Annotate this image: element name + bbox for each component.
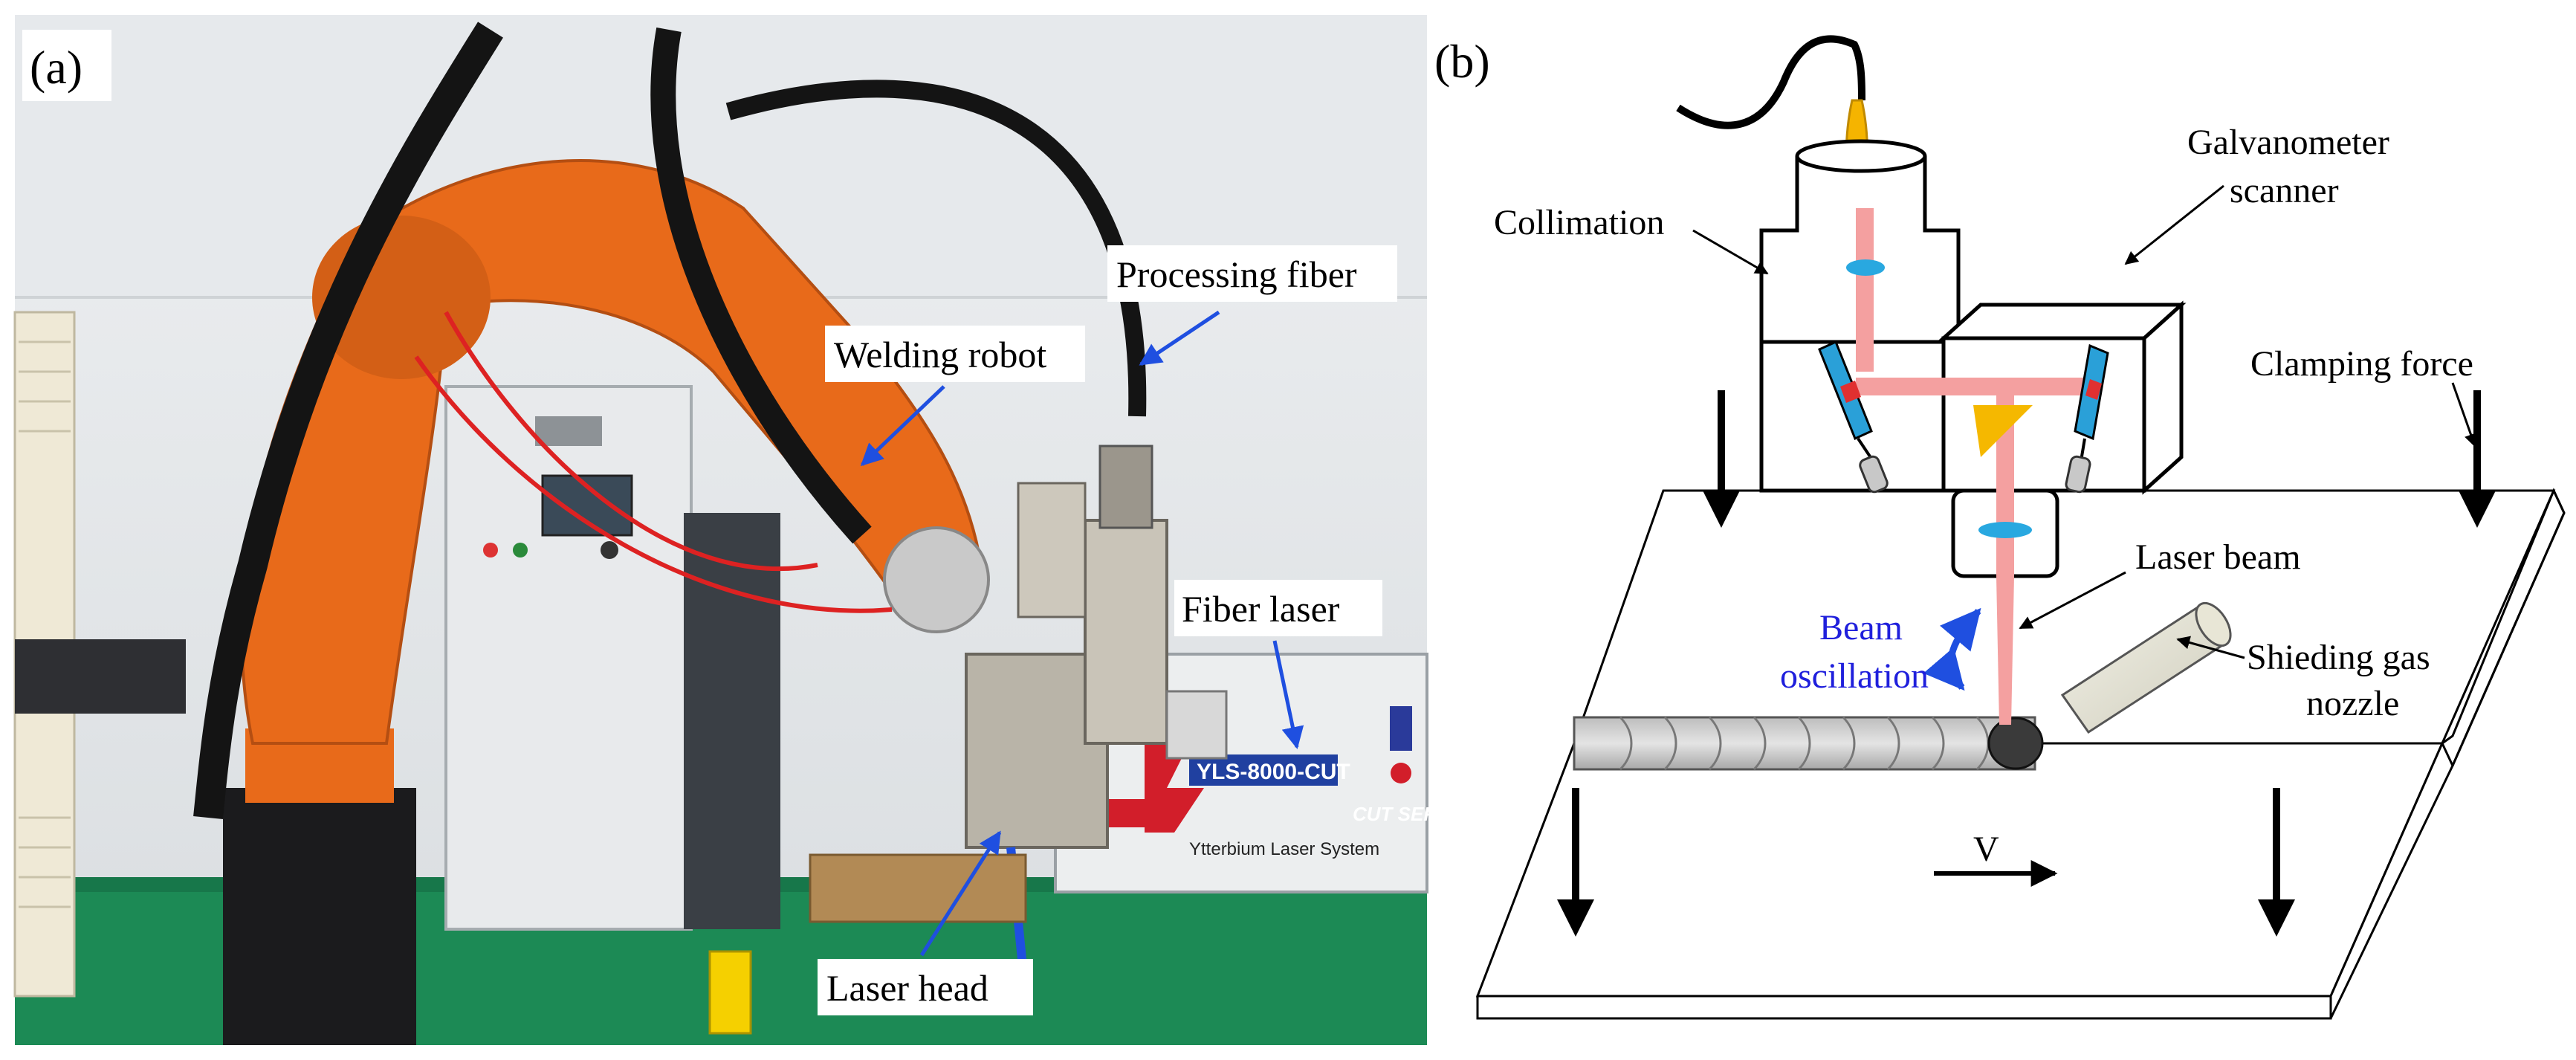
control-cabinet: [444, 385, 693, 931]
callout-processing-fiber: Processing fiber: [1107, 245, 1397, 366]
melt-pool: [1987, 717, 2044, 770]
reflecting-prism: [1973, 405, 2033, 457]
panel-a-label-bg: [22, 30, 111, 101]
callout-laser-head: Laser head: [818, 830, 1033, 1015]
dark-cabinet: [684, 513, 780, 929]
beam-oscillation-label-line1: Beam: [1819, 608, 1903, 647]
galvanometer-label-line1: Galvanometer: [2187, 123, 2389, 162]
clamping-force-label: Clamping force: [2250, 344, 2473, 384]
galvo-mirror-left: [1818, 340, 1889, 494]
panel-a-label: (a): [30, 41, 82, 94]
callout-fiber-laser: Fiber laser: [1174, 580, 1382, 749]
callout-fiber-laser-text: Fiber laser: [1182, 588, 1340, 630]
yellow-bottle: [708, 950, 752, 1035]
workpiece-plate: [1475, 488, 2566, 1020]
velocity-label: V: [1973, 830, 1999, 869]
galvo-mirror-right: [2065, 343, 2109, 494]
laser-brand-text: Ytterbium Laser System: [1189, 839, 1379, 859]
beam-oscillation-label-line2: oscillation: [1780, 656, 1929, 696]
collimation-label: Collimation: [1494, 203, 1664, 242]
panel-b-diagram: (b): [1434, 35, 2566, 1020]
callout-processing-fiber-text: Processing fiber: [1116, 253, 1357, 295]
side-table: [15, 639, 186, 714]
callout-welding-robot-text: Welding robot: [834, 334, 1046, 375]
welding-robot-body: [193, 22, 1147, 1045]
gas-nozzle-label-line2: nozzle: [2306, 684, 2399, 723]
laser-head-hardware: [965, 445, 1228, 997]
galvanometer-label-line2: scanner: [2230, 171, 2339, 210]
laser-beam-leader: [2019, 571, 2126, 630]
clamping-leader: [2451, 382, 2478, 447]
panel-a-photo: YLS-8000-CUT CUT SERIES Ytterbium Laser …: [13, 15, 1469, 1045]
collimation-lens: [1846, 259, 1885, 276]
callout-laser-head-text: Laser head: [826, 967, 988, 1009]
beam-oscillation-arrow: [1923, 607, 1981, 691]
panel-b-label: (b): [1434, 35, 1490, 88]
galvanometer-housing: [1938, 300, 2187, 495]
gas-nozzle-leader: [2176, 636, 2245, 659]
gas-nozzle-label-line1: Shieding gas: [2247, 638, 2430, 677]
wooden-pallet: [809, 853, 1027, 923]
focusing-lens: [1978, 522, 2032, 538]
callout-welding-robot: Welding robot: [825, 326, 1085, 467]
laser-beam-label: Laser beam: [2135, 537, 2301, 577]
galvo-leader: [2124, 184, 2224, 265]
laser-series-text: CUT SERIES: [1353, 803, 1469, 825]
clamping-force-arrows: [1557, 390, 2496, 937]
collimation-leader: [1692, 229, 1769, 275]
laser-model-text: YLS-8000-CUT: [1197, 760, 1350, 784]
fiber-cable: [1676, 35, 1865, 129]
weld-bead: [1573, 716, 2044, 771]
